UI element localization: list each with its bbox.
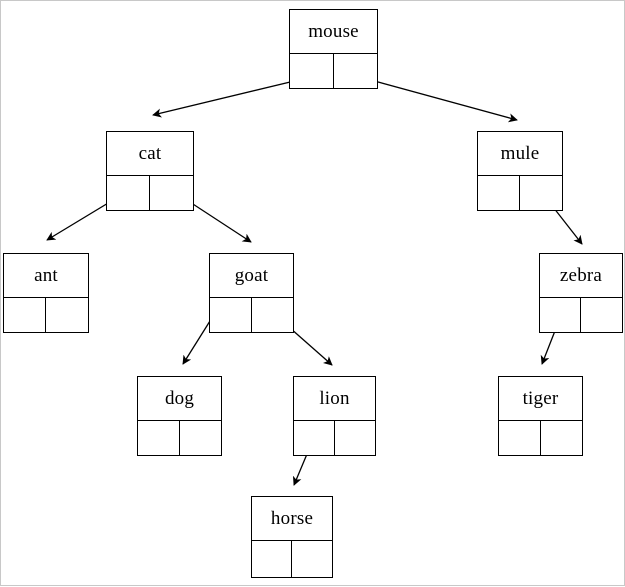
node-pointers-ant [4,298,88,332]
node-left-pointer-horse[interactable] [252,541,292,577]
node-label-mule: mule [478,132,562,176]
tree-edge-mouse-left-cat [152,76,312,118]
node-pointers-goat [210,298,293,332]
tree-edge-mouse-right-mule [355,75,518,123]
node-right-pointer-ant[interactable] [46,298,88,332]
node-label-goat: goat [210,254,293,298]
node-right-pointer-zebra[interactable] [581,298,622,332]
node-left-pointer-goat[interactable] [210,298,252,332]
tree-node-mouse[interactable]: mouse [289,9,378,89]
node-label-horse: horse [252,497,332,541]
node-left-pointer-tiger[interactable] [499,421,541,455]
node-right-pointer-mule[interactable] [520,176,562,210]
node-left-pointer-ant[interactable] [4,298,46,332]
node-label-lion: lion [294,377,375,421]
node-right-pointer-tiger[interactable] [541,421,583,455]
node-pointers-lion [294,421,375,455]
tree-node-zebra[interactable]: zebra [539,253,623,333]
tree-node-goat[interactable]: goat [209,253,294,333]
node-pointers-mouse [290,54,377,88]
tree-node-tiger[interactable]: tiger [498,376,583,456]
node-label-mouse: mouse [290,10,377,54]
node-left-pointer-lion[interactable] [294,421,335,455]
node-label-tiger: tiger [499,377,582,421]
node-pointers-mule [478,176,562,210]
node-pointers-zebra [540,298,622,332]
node-left-pointer-dog[interactable] [138,421,180,455]
tree-node-horse[interactable]: horse [251,496,333,578]
node-right-pointer-horse[interactable] [292,541,332,577]
node-label-dog: dog [138,377,221,421]
node-left-pointer-zebra[interactable] [540,298,581,332]
tree-node-dog[interactable]: dog [137,376,222,456]
node-left-pointer-mule[interactable] [478,176,520,210]
node-right-pointer-goat[interactable] [252,298,294,332]
tree-node-ant[interactable]: ant [3,253,89,333]
node-pointers-cat [107,176,193,210]
node-label-cat: cat [107,132,193,176]
node-right-pointer-dog[interactable] [180,421,222,455]
node-right-pointer-lion[interactable] [335,421,376,455]
tree-node-lion[interactable]: lion [293,376,376,456]
node-pointers-horse [252,541,332,577]
node-left-pointer-mouse[interactable] [290,54,334,88]
node-right-pointer-mouse[interactable] [334,54,378,88]
node-pointers-tiger [499,421,582,455]
node-label-zebra: zebra [540,254,622,298]
node-left-pointer-cat[interactable] [107,176,150,210]
tree-node-cat[interactable]: cat [106,131,194,211]
node-label-ant: ant [4,254,88,298]
node-right-pointer-cat[interactable] [150,176,193,210]
node-pointers-dog [138,421,221,455]
tree-node-mule[interactable]: mule [477,131,563,211]
